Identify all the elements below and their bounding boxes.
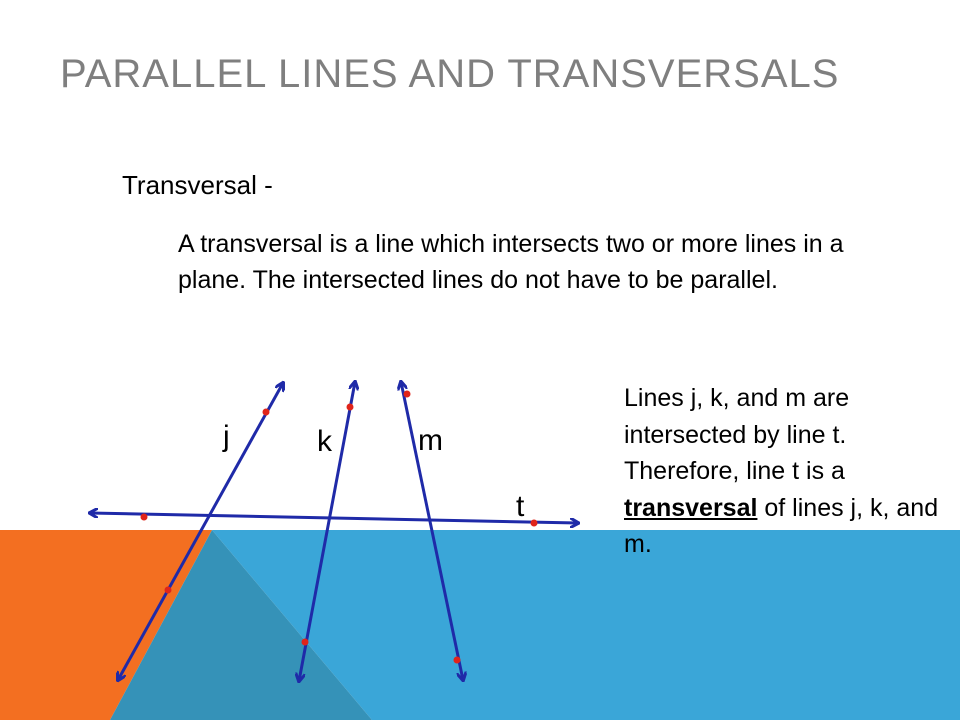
point-on-t-left — [140, 513, 148, 521]
definition-text: A transversal is a line which intersects… — [178, 230, 844, 294]
explanation-text-start: Lines j, k, and m are intersected by lin… — [624, 384, 850, 485]
label-k: k — [317, 425, 333, 458]
point-on-j-bottom — [164, 586, 172, 594]
line-m — [401, 382, 463, 680]
point-on-t-right — [530, 519, 538, 527]
line-k — [299, 382, 355, 681]
line-j — [118, 383, 283, 680]
point-on-k-top — [346, 403, 354, 411]
term-heading: Transversal - — [122, 170, 273, 200]
label-t: t — [516, 490, 525, 523]
point-on-m-bottom — [453, 656, 461, 664]
slide-title: PARALLEL LINES AND TRANSVERSALS — [60, 52, 840, 96]
point-on-k-bottom — [301, 638, 309, 646]
point-on-m-top — [403, 390, 411, 398]
label-j: j — [222, 420, 230, 453]
keyword-transversal: transversal — [624, 493, 758, 522]
label-m: m — [418, 424, 443, 457]
explanation-text: Lines j, k, and m are intersected by lin… — [624, 380, 944, 563]
line-t — [90, 513, 578, 523]
point-on-j-top — [262, 408, 270, 416]
explanation-text-end: of lines j, k, and m. — [624, 493, 939, 559]
